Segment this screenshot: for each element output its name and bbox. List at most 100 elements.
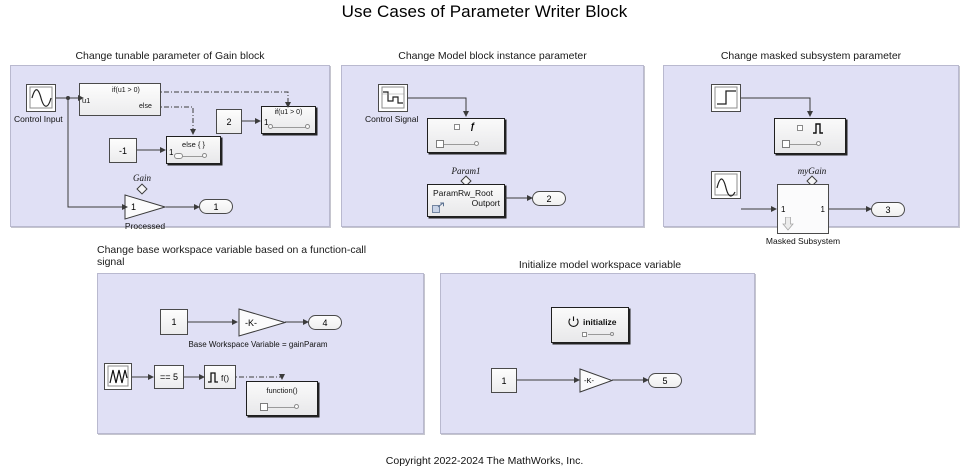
if-block-else-output-label: else bbox=[139, 103, 152, 110]
panel-change-model-instance-param: Control Signal ƒ Param1 ParamRw_Root Out… bbox=[341, 65, 644, 227]
gain-value-init: -K- bbox=[584, 376, 594, 385]
parameter-writer-checkbox bbox=[454, 124, 460, 130]
panel-caption-base-workspace: Change base workspace variable based on … bbox=[97, 244, 367, 268]
constant-two-block[interactable]: 2 bbox=[216, 109, 242, 134]
else-subsystem-title: else { } bbox=[182, 140, 205, 149]
outport-5[interactable]: 5 bbox=[648, 373, 682, 388]
outport-2[interactable]: 2 bbox=[532, 191, 566, 206]
step-input-block[interactable] bbox=[711, 84, 741, 112]
panel-init-wires bbox=[517, 377, 649, 383]
parameter-writer-block-masked[interactable] bbox=[774, 118, 846, 154]
else-subsystem-slider-knob-left bbox=[174, 153, 183, 159]
constant-one-block-init[interactable]: 1 bbox=[491, 368, 517, 393]
masked-subsystem-mask-label: myGain bbox=[797, 166, 827, 176]
parameter-writer-slider-square-masked bbox=[782, 140, 790, 148]
control-signal-label: Control Signal bbox=[365, 114, 419, 124]
control-input-label: Control Input bbox=[14, 114, 63, 124]
model-block-mask-label: Param1 bbox=[451, 166, 481, 176]
sine-wave-icon-2 bbox=[714, 173, 738, 197]
outport-3[interactable]: 3 bbox=[871, 202, 905, 217]
parameter-writer-slider-track-masked bbox=[790, 144, 818, 145]
function-call-generator-label: f() bbox=[221, 373, 230, 383]
parameter-writer-slider-knob bbox=[472, 139, 481, 148]
pulse-icon bbox=[813, 123, 823, 134]
function-call-generator-block[interactable]: f() bbox=[204, 365, 236, 389]
compare-to-constant-value: == 5 bbox=[159, 372, 179, 382]
initialize-slider-knob bbox=[610, 332, 614, 336]
constant-one-value-init: 1 bbox=[501, 375, 507, 386]
gain-value: 1 bbox=[131, 202, 137, 212]
else-subsystem-inport-number: 1 bbox=[169, 148, 174, 157]
gain-mask-label: Gain bbox=[133, 173, 151, 183]
gain-block[interactable]: 1 bbox=[124, 194, 166, 220]
lightning-bolt-icon: ƒ bbox=[470, 121, 476, 131]
function-subsystem-title: function() bbox=[266, 386, 298, 395]
repeating-sequence-block[interactable] bbox=[104, 363, 132, 390]
if-subsystem-inport-number: 1 bbox=[264, 118, 269, 127]
control-input-block[interactable] bbox=[26, 84, 56, 112]
parameter-writer-slider-knob-masked bbox=[814, 139, 823, 148]
masked-subsystem-name: Masked Subsystem bbox=[765, 236, 841, 246]
constant-one-value-bw: 1 bbox=[171, 317, 177, 327]
masked-subsystem-outport-number: 1 bbox=[820, 205, 825, 214]
function-subsystem-block[interactable]: function() bbox=[246, 381, 318, 416]
outport-1[interactable]: 1 bbox=[199, 199, 233, 214]
panel-caption-model: Change Model block instance parameter bbox=[398, 50, 587, 62]
function-subsystem-slider-square bbox=[260, 403, 268, 411]
gain-annotation-bw: Base Workspace Variable = gainParam bbox=[188, 340, 328, 349]
constant-one-block-bw[interactable]: 1 bbox=[160, 309, 188, 335]
outport-4[interactable]: 4 bbox=[308, 315, 342, 330]
initialize-function-block[interactable]: initialize bbox=[551, 307, 629, 343]
repeating-sequence-icon bbox=[107, 365, 129, 387]
model-block-line2: Outport bbox=[471, 198, 500, 208]
function-subsystem-slider-knob bbox=[292, 402, 301, 411]
initialize-slider-track bbox=[588, 334, 612, 335]
compare-to-constant-block[interactable]: == 5 bbox=[154, 365, 184, 389]
gain-value-bw: -K- bbox=[245, 317, 257, 328]
constant-minus-one-value: -1 bbox=[118, 145, 127, 156]
outport-2-number: 2 bbox=[546, 193, 552, 204]
control-signal-block[interactable] bbox=[378, 84, 408, 112]
initialize-label: initialize bbox=[583, 317, 617, 327]
gain-block-bw[interactable]: -K- bbox=[238, 308, 286, 337]
outport-3-number: 3 bbox=[885, 204, 891, 215]
model-block-line1: ParamRw_Root bbox=[433, 188, 493, 198]
panel-caption-masked: Change masked subsystem parameter bbox=[720, 50, 902, 62]
panel-caption-initialize: Initialize model workspace variable bbox=[518, 259, 682, 271]
function-subsystem-slider-track bbox=[268, 407, 296, 408]
panel-initialize-model-workspace-variable: initialize 1 -K- 5 bbox=[440, 273, 755, 434]
page-title: Use Cases of Parameter Writer Block bbox=[341, 2, 628, 21]
else-subsystem-block[interactable]: else { } bbox=[166, 136, 221, 164]
if-block-cond-output-label: if(u1 > 0) bbox=[112, 87, 140, 94]
if-subsystem-slider-track bbox=[271, 127, 309, 128]
outport-5-number: 5 bbox=[662, 375, 668, 386]
outport-4-number: 4 bbox=[322, 317, 328, 328]
if-subsystem-slider-knob-left bbox=[268, 124, 273, 129]
parameter-writer-slider-track bbox=[444, 144, 476, 145]
power-icon bbox=[568, 316, 579, 327]
if-block-input-label: u1 bbox=[82, 96, 91, 105]
model-reference-icon bbox=[432, 202, 444, 213]
if-subsystem-block[interactable]: if(u1 > 0) bbox=[261, 106, 316, 134]
parameter-writer-block-model[interactable]: ƒ bbox=[427, 118, 505, 153]
sine-wave-icon bbox=[29, 86, 53, 109]
masked-subsystem-inport-number: 1 bbox=[781, 205, 786, 214]
outport-1-number: 1 bbox=[213, 201, 219, 212]
panel-change-masked-subsystem-param: myGain 1 1 Masked Subsystem 3 bbox=[663, 65, 959, 246]
gain-block-init[interactable]: -K- bbox=[579, 368, 613, 393]
parameter-writer-checkbox-masked bbox=[797, 125, 803, 131]
sine-input-block[interactable] bbox=[711, 171, 741, 199]
model-reference-block[interactable]: ParamRw_Root Outport bbox=[427, 184, 505, 217]
mask-diamond-icon bbox=[136, 183, 148, 195]
signal-editor-icon bbox=[381, 86, 405, 109]
panel-change-base-workspace-variable: 1 -K- Base Workspace Variable = gainPara… bbox=[97, 273, 424, 434]
else-subsystem-slider-track bbox=[177, 156, 205, 157]
copyright-footer: Copyright 2022-2024 The MathWorks, Inc. bbox=[385, 455, 584, 467]
initialize-checkbox bbox=[582, 332, 587, 337]
if-subsystem-slider-knob-right bbox=[305, 124, 310, 129]
gain-block-name: Processed bbox=[124, 221, 166, 231]
parameter-writer-slider-square bbox=[436, 140, 444, 148]
masked-subsystem-block[interactable]: 1 1 bbox=[777, 184, 829, 234]
constant-minus-one-block[interactable]: -1 bbox=[109, 138, 137, 163]
